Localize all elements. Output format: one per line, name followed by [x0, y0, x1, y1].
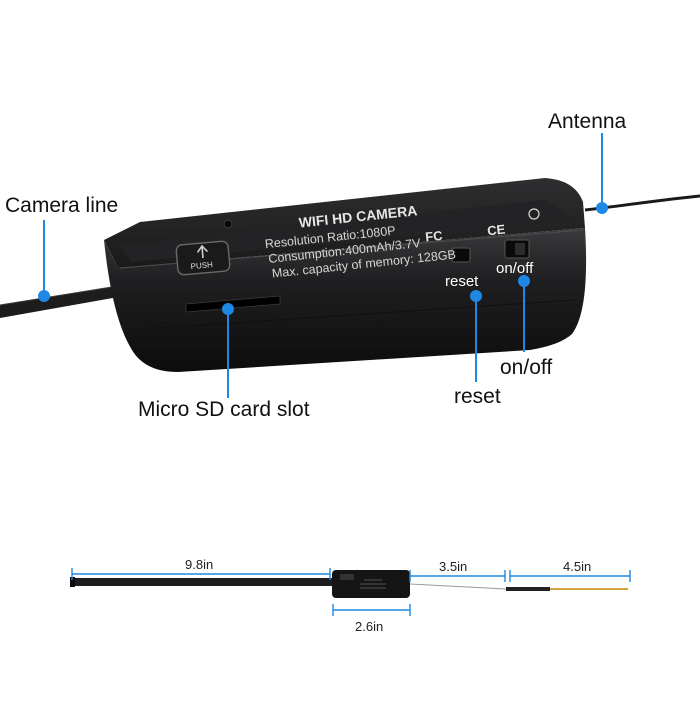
reset-switch [451, 247, 471, 263]
antenna-label: Antenna [548, 110, 627, 133]
dimension-lines [71, 568, 631, 616]
dimension-antenna [506, 587, 550, 591]
sd-slot-label: Micro SD card slot [138, 398, 310, 421]
callout-lines [38, 133, 608, 398]
label-panel [120, 200, 575, 262]
reset-label-on-device: reset [445, 273, 479, 290]
ce-mark: CE [486, 221, 506, 238]
body-length-label: 2.6in [355, 619, 384, 634]
reset-callout-label: reset [454, 385, 501, 408]
dimension-wire [409, 583, 507, 590]
dimension-ribbon-cable [72, 578, 334, 586]
recycle-icon [528, 208, 540, 220]
onoff-label-on-device: on/off [496, 260, 534, 277]
push-label: PUSH [190, 260, 213, 271]
camera-ribbon-cable [0, 286, 124, 318]
sd-card-slot [185, 295, 281, 313]
cable-length-label: 9.8in [185, 557, 214, 572]
antenna-length-label: 4.5in [563, 559, 592, 574]
onoff-callout-label: on/off [500, 356, 553, 379]
fc-mark: FC [424, 228, 443, 245]
wire-length-label: 3.5in [439, 559, 468, 574]
camera-line-label: Camera line [5, 194, 119, 217]
camera-lens [223, 219, 233, 229]
